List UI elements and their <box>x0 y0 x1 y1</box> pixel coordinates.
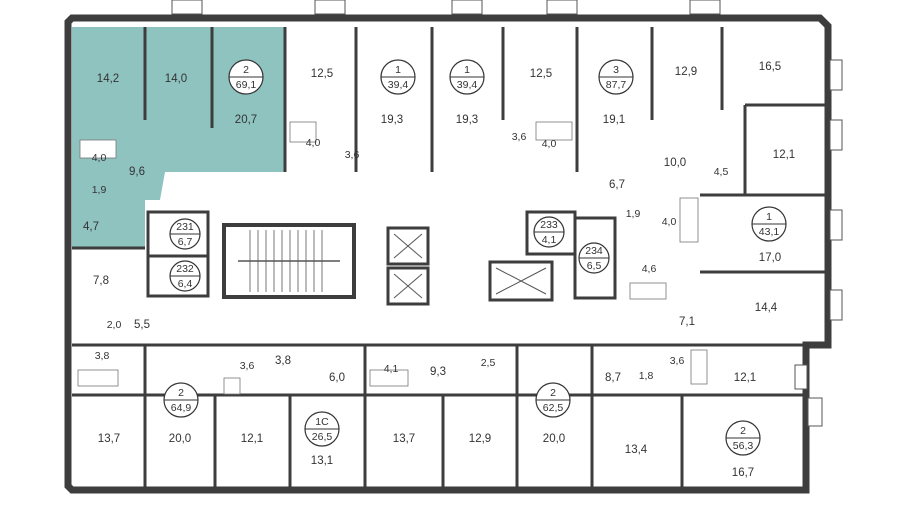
utility-badge[interactable]: 233 4,1 <box>533 216 565 248</box>
svg-text:69,1: 69,1 <box>236 79 257 91</box>
room-area: 13,4 <box>625 444 648 456</box>
room-area: 12,9 <box>469 433 491 445</box>
room-area: 5,5 <box>134 319 150 331</box>
svg-text:2: 2 <box>243 64 249 76</box>
room-area: 3,6 <box>240 360 255 372</box>
room-area: 3,6 <box>512 131 527 143</box>
svg-text:233: 233 <box>540 219 558 231</box>
apartment-badges: 2 69,1 1 39,4 1 39,4 3 87,7 1 43,1 <box>163 59 787 456</box>
elevators <box>386 226 554 306</box>
room-area: 13,7 <box>393 433 415 445</box>
room-area: 19,1 <box>603 114 625 126</box>
apartment-badge[interactable]: 2 64,9 <box>163 382 199 418</box>
room-area: 4,1 <box>384 363 399 375</box>
room-area: 14,0 <box>165 73 187 85</box>
room-labels: 14,2 14,0 20,7 4,0 9,6 1,9 4,7 12,5 4,0 … <box>83 61 795 479</box>
apartment-badge[interactable]: 2 69,1 <box>228 59 264 95</box>
svg-text:234: 234 <box>585 245 603 257</box>
room-area: 4,0 <box>306 137 321 149</box>
svg-text:1: 1 <box>464 64 470 76</box>
utility-badge[interactable]: 232 6,4 <box>169 260 201 292</box>
svg-text:56,3: 56,3 <box>733 440 754 452</box>
room-area: 16,7 <box>732 467 754 479</box>
room-area: 4,0 <box>542 138 557 150</box>
svg-text:6,4: 6,4 <box>178 278 193 290</box>
apartment-badge[interactable]: 1 39,4 <box>449 59 485 95</box>
room-area: 2,0 <box>107 319 122 331</box>
svg-text:87,7: 87,7 <box>606 79 627 91</box>
svg-text:3: 3 <box>613 64 619 76</box>
room-area: 13,7 <box>98 433 120 445</box>
apartment-badge[interactable]: 1 43,1 <box>751 206 787 242</box>
room-area: 13,1 <box>311 455 333 467</box>
room-area: 12,1 <box>773 149 795 161</box>
room-area: 4,6 <box>642 263 657 275</box>
room-area: 8,7 <box>605 372 621 384</box>
svg-text:4,1: 4,1 <box>542 234 557 246</box>
room-area: 16,5 <box>759 61 781 73</box>
top-windows <box>171 0 843 427</box>
stair-core <box>222 223 356 299</box>
svg-text:62,5: 62,5 <box>543 402 564 414</box>
room-area: 19,3 <box>381 114 403 126</box>
svg-text:231: 231 <box>176 221 194 233</box>
room-area: 3,8 <box>95 350 110 362</box>
utility-badge[interactable]: 231 6,7 <box>169 218 201 250</box>
room-area: 20,0 <box>169 433 191 445</box>
svg-text:1С: 1С <box>315 416 329 428</box>
apartment-badge[interactable]: 1 39,4 <box>380 59 416 95</box>
room-area: 20,7 <box>235 114 257 126</box>
svg-text:39,4: 39,4 <box>388 79 409 91</box>
room-area: 12,1 <box>241 433 263 445</box>
svg-text:6,5: 6,5 <box>587 260 602 272</box>
apartment-badge[interactable]: 2 56,3 <box>725 420 761 456</box>
room-area: 12,9 <box>675 66 697 78</box>
room-area: 4,0 <box>662 216 677 228</box>
room-area: 3,6 <box>345 149 360 161</box>
room-area: 3,8 <box>275 355 291 367</box>
room-area: 19,3 <box>456 114 478 126</box>
room-area: 1,8 <box>639 370 654 382</box>
svg-text:39,4: 39,4 <box>457 79 478 91</box>
apartment-badge[interactable]: 3 87,7 <box>598 59 634 95</box>
utility-badge[interactable]: 234 6,5 <box>578 242 610 274</box>
room-area: 7,1 <box>679 316 695 328</box>
room-area: 4,5 <box>714 166 729 178</box>
room-area: 9,3 <box>430 366 446 378</box>
room-area: 7,8 <box>93 275 109 287</box>
svg-text:1: 1 <box>766 211 772 223</box>
room-area: 4,0 <box>92 152 107 164</box>
room-area: 1,9 <box>626 208 641 220</box>
room-area: 10,0 <box>664 157 686 169</box>
svg-text:1: 1 <box>395 64 401 76</box>
room-area: 12,1 <box>734 372 756 384</box>
apartment-badge[interactable]: 2 62,5 <box>535 382 571 418</box>
room-area: 2,5 <box>481 357 496 369</box>
svg-text:2: 2 <box>178 387 184 399</box>
room-area: 1,9 <box>92 184 107 196</box>
svg-text:6,7: 6,7 <box>178 236 193 248</box>
room-area: 14,4 <box>755 302 778 314</box>
svg-text:26,5: 26,5 <box>312 431 333 443</box>
apartment-badge[interactable]: 1С 26,5 <box>304 411 340 447</box>
svg-text:2: 2 <box>740 425 746 437</box>
svg-text:2: 2 <box>550 387 556 399</box>
room-area: 6,0 <box>329 372 345 384</box>
room-area: 20,0 <box>543 433 565 445</box>
room-area: 17,0 <box>759 252 781 264</box>
svg-text:232: 232 <box>176 263 194 275</box>
room-area: 12,5 <box>311 68 333 80</box>
svg-text:64,9: 64,9 <box>171 402 192 414</box>
bath-fixtures <box>77 121 708 395</box>
room-area: 6,7 <box>609 179 625 191</box>
exterior-wall <box>64 14 832 494</box>
room-area: 4,7 <box>83 221 99 233</box>
room-area: 9,6 <box>129 166 145 178</box>
room-area: 14,2 <box>97 73 119 85</box>
utility-badges: 231 6,7 232 6,4 233 4,1 234 6,5 <box>169 216 610 292</box>
svg-text:43,1: 43,1 <box>759 226 780 238</box>
room-area: 12,5 <box>530 68 552 80</box>
room-area: 3,6 <box>670 355 685 367</box>
